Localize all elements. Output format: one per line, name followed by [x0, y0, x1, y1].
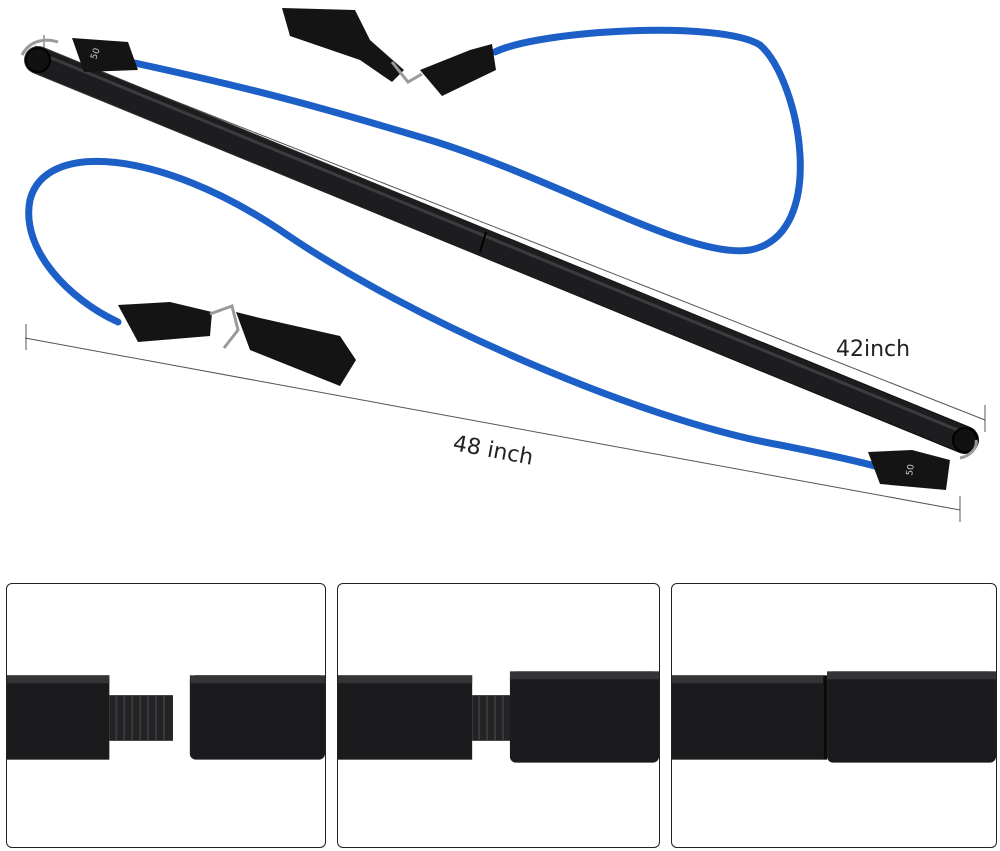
band-connector-bottom: 50: [868, 450, 950, 490]
total-length-label: 48 inch: [451, 431, 535, 470]
carabiner-right: [959, 439, 978, 460]
partially-joined-view-panel: [337, 583, 660, 848]
bar-segment-right: [189, 675, 325, 760]
bar-segment-left: [7, 675, 110, 760]
total-length-dimension: [24, 324, 961, 522]
separated-view-panel: [6, 583, 326, 848]
foot-strap-bottom: [118, 302, 356, 386]
resistance-band-top: [126, 26, 804, 255]
foot-strap-top: [282, 8, 496, 96]
band-connector-top: 50: [72, 38, 138, 72]
bar-length-dimension: [34, 35, 986, 432]
fully-joined-view-panel: [671, 583, 997, 848]
bar-segment-right: [509, 671, 659, 763]
bar-length-label: 42inch: [836, 337, 910, 362]
carabiner-left: [20, 38, 59, 56]
bar-segment-right: [827, 671, 996, 763]
bar-segment-left: [338, 675, 473, 760]
pilates-bar: [24, 46, 979, 454]
band-mark-top: 50: [89, 47, 102, 61]
bar-segment-left: [672, 675, 824, 760]
joint-seam: [823, 675, 828, 760]
band-mark-bottom: 50: [905, 463, 917, 476]
resistance-band-bottom: [25, 157, 879, 470]
